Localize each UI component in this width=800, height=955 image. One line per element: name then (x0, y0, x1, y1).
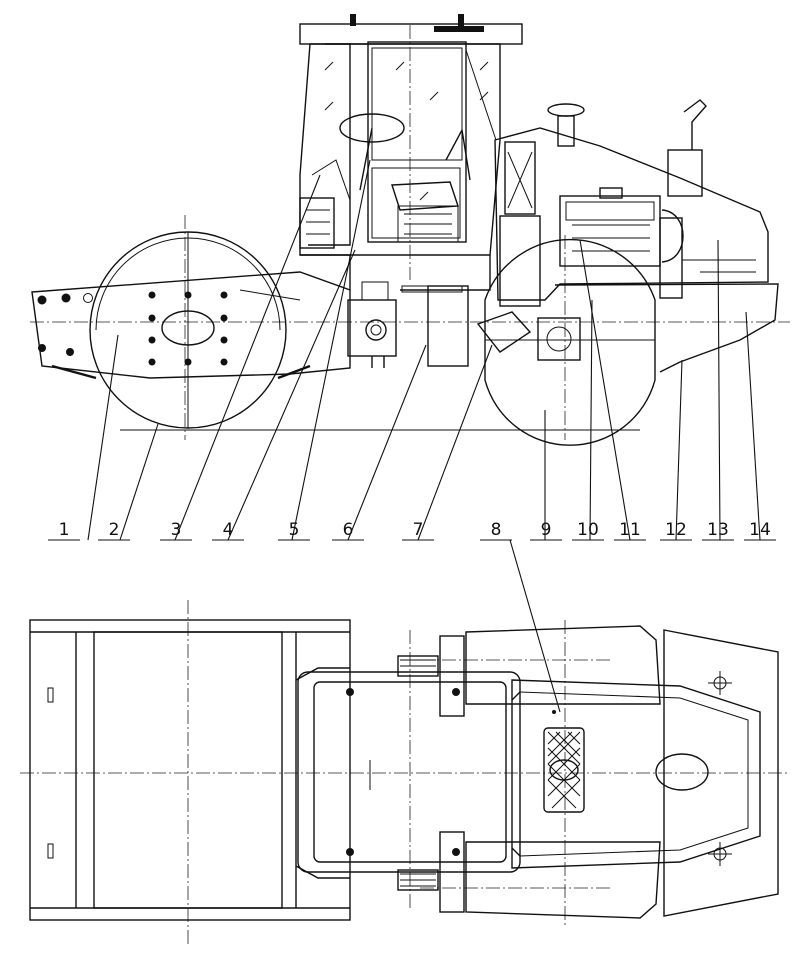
front-frame (31, 271, 351, 380)
cab-base (300, 254, 491, 291)
callout-11: 11 (619, 520, 641, 540)
articulation-joint (347, 281, 397, 368)
engine (559, 187, 756, 299)
engine-hood (494, 127, 779, 373)
mark-dot (552, 710, 556, 714)
callout-leaders (48, 159, 776, 713)
hood-opening (655, 753, 709, 791)
rear-wheel (484, 238, 656, 446)
callout-8: 8 (491, 520, 502, 540)
air-intake (547, 103, 585, 147)
exhaust-pipe (667, 99, 707, 197)
callout-labels: 1 2 3 4 5 6 7 8 9 10 11 12 13 14 (59, 520, 771, 540)
front-frame-plan (295, 667, 350, 879)
cab-roof-plan (297, 671, 521, 873)
front-drum (89, 231, 287, 429)
callout-5: 5 (289, 520, 300, 540)
side-view: 1 2 3 4 5 6 7 8 9 10 11 12 13 14 (30, 14, 790, 713)
top-view (20, 600, 790, 945)
seat-and-controls (339, 113, 471, 243)
operator-cab (299, 14, 523, 256)
engine-hood-plan (511, 679, 761, 869)
callout-6: 6 (343, 520, 354, 540)
front-drum-plan (29, 619, 351, 921)
hydraulic-pump-and-gearbox (401, 285, 581, 367)
cooling-grille (543, 727, 585, 813)
callout-9: 9 (541, 520, 552, 540)
callout-4: 4 (223, 520, 234, 540)
bolt-grid (148, 291, 228, 366)
rear-tyres-plan (397, 625, 661, 919)
callout-14: 14 (749, 520, 771, 540)
callout-10: 10 (577, 520, 599, 540)
callout-2: 2 (109, 520, 120, 540)
callout-3: 3 (171, 520, 182, 540)
callout-7: 7 (413, 520, 424, 540)
callout-13: 13 (707, 520, 729, 540)
callout-12: 12 (665, 520, 687, 540)
callout-1: 1 (59, 520, 70, 540)
rear-counterweight-plan (663, 629, 779, 917)
glazing-marks (324, 61, 489, 201)
